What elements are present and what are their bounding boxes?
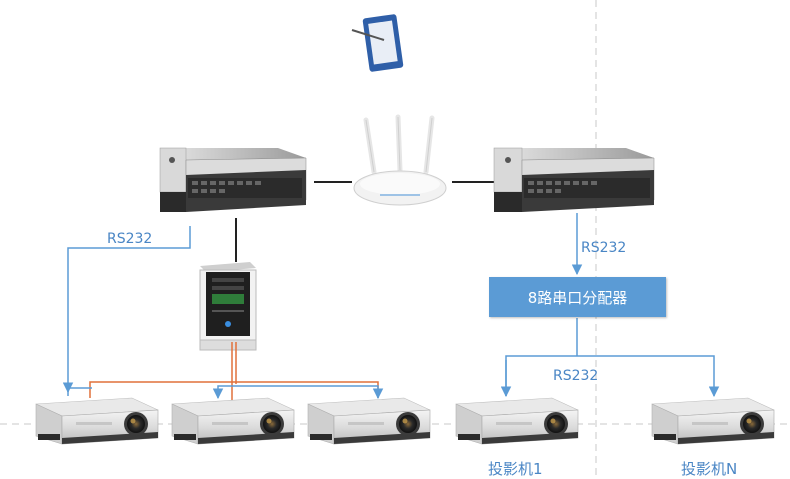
blue-bus: [67, 385, 384, 400]
rs232-line-left: [62, 226, 191, 394]
tablet-icon: [351, 14, 404, 72]
projector-n-label: 投影机N: [681, 460, 738, 478]
wifi-router-icon: [353, 114, 447, 206]
rs232-label-left: RS232: [107, 231, 153, 247]
central-controller-right: [493, 147, 655, 212]
rs232-line-right-bottom: [500, 318, 720, 398]
projector-icon: [455, 397, 579, 445]
projector-icon: [307, 397, 431, 445]
serial-splitter-label: 8路串口分配器: [527, 288, 628, 307]
rs232-label-right-top: RS232: [581, 240, 627, 256]
rs232-label-right-bottom: RS232: [553, 368, 599, 384]
projector-icon: [35, 397, 159, 445]
central-controller-left: [159, 147, 307, 212]
pc-tower-icon: [199, 262, 257, 351]
projector-icon: [171, 397, 295, 445]
orange-bus: [89, 342, 379, 400]
serial-splitter-box: 8路串口分配器: [489, 277, 666, 317]
projector-1-label: 投影机1: [488, 460, 543, 478]
projector-icon: [651, 397, 775, 445]
